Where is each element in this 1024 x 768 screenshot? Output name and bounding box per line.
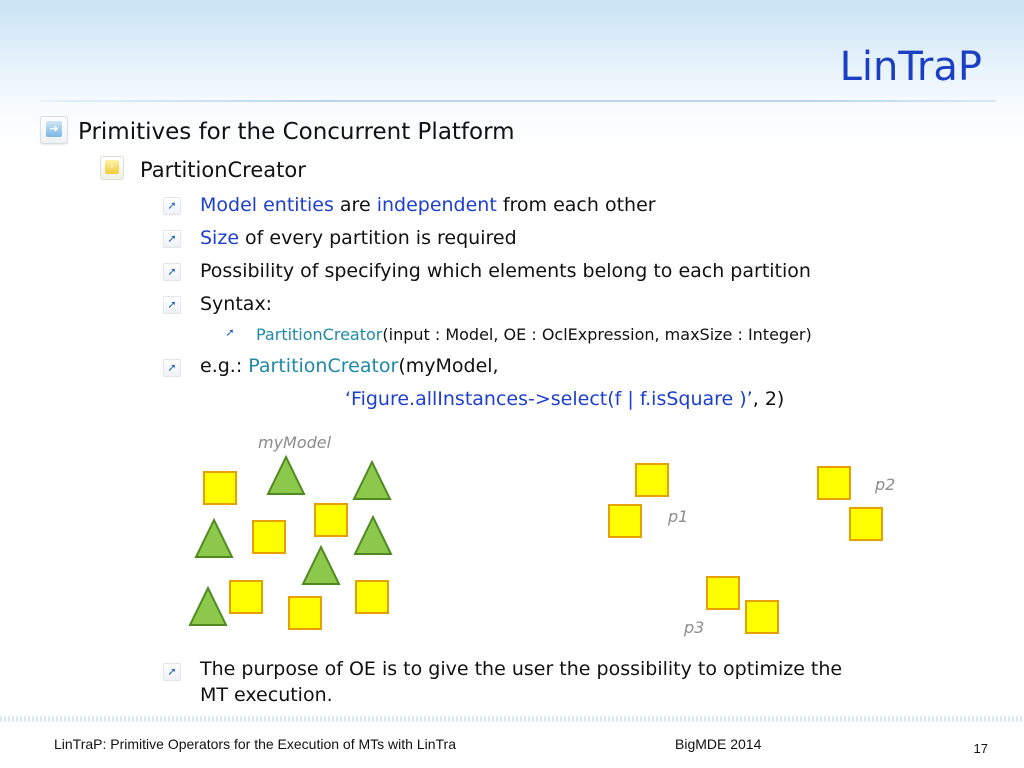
- p1-square: [635, 463, 669, 497]
- caption-mymodel: myModel: [258, 433, 332, 452]
- bullet-size: Size of every partition is required: [200, 227, 517, 249]
- p2-square: [817, 466, 851, 500]
- triangle-shape: [352, 459, 392, 500]
- square-shape: [203, 471, 237, 505]
- example-prefix: e.g.:: [200, 355, 249, 377]
- page-number: 17: [973, 741, 988, 756]
- example-line: e.g.: PartitionCreator(myModel,: [200, 355, 499, 377]
- title-divider: [40, 100, 996, 102]
- square-shape: [355, 580, 389, 614]
- arrow-up-right-icon: ➚: [163, 359, 181, 377]
- caption-p3: p3: [684, 618, 705, 637]
- bullet-model-entities: Model entities are independent from each…: [200, 194, 656, 216]
- last-bullet-line1: The purpose of OE is to give the user th…: [200, 658, 843, 680]
- syntax-line: PartitionCreator(input : Model, OE : Ocl…: [256, 325, 812, 344]
- bullet-text: of every partition is required: [239, 227, 517, 249]
- example-function: PartitionCreator: [248, 355, 399, 377]
- square-shape: [288, 596, 322, 630]
- highlight-size: Size: [200, 227, 240, 249]
- chevron-box-icon: ›: [100, 156, 124, 180]
- triangle-shape: [301, 544, 341, 585]
- footer-event: BigMDE 2014: [675, 736, 762, 752]
- caption-p1: p1: [668, 507, 689, 526]
- last-bullet-line2: MT execution.: [200, 684, 333, 706]
- slide-title: LinTraP: [839, 44, 982, 90]
- arrow-up-right-icon: ➚: [163, 263, 181, 281]
- triangle-shape: [188, 585, 228, 626]
- square-shape: [314, 503, 348, 537]
- arrow-up-right-icon: ➚: [163, 197, 181, 215]
- highlight-model-entities: Model entities: [200, 194, 334, 216]
- footer-title: LinTraP: Primitive Operators for the Exe…: [54, 736, 456, 752]
- highlight-independent: independent: [376, 194, 497, 216]
- level1-bullet-text: Primitives for the Concurrent Platform: [78, 119, 515, 145]
- arrow-up-right-icon: ➚: [163, 296, 181, 314]
- bullet-possibility: Possibility of specifying which elements…: [200, 260, 811, 282]
- arrow-up-right-icon: ➚: [225, 326, 235, 339]
- square-shape: [229, 580, 263, 614]
- syntax-args: (input : Model, OE : OclExpression, maxS…: [382, 325, 812, 344]
- example-tail: , 2): [752, 388, 785, 410]
- footer-divider: [0, 716, 1024, 722]
- bullet-text: from each other: [496, 194, 656, 216]
- arrow-up-right-icon: ➚: [163, 663, 181, 681]
- example-args: (myModel,: [398, 355, 499, 377]
- bullet-text: are: [333, 194, 377, 216]
- example-expression-line: ‘Figure.allInstances->select(f | f.isSqu…: [345, 388, 784, 410]
- level2-bullet-text: PartitionCreator: [140, 158, 306, 182]
- example-expression: ‘Figure.allInstances->select(f | f.isSqu…: [345, 388, 753, 410]
- bullet-syntax: Syntax:: [200, 293, 273, 315]
- square-shape: [252, 520, 286, 554]
- p1-square: [608, 504, 642, 538]
- p3-square: [745, 600, 779, 634]
- triangle-shape: [353, 514, 393, 555]
- p3-square: [706, 576, 740, 610]
- caption-p2: p2: [875, 475, 896, 494]
- arrow-box-icon: ➔: [40, 116, 68, 144]
- triangle-shape: [266, 454, 306, 495]
- p2-square: [849, 507, 883, 541]
- triangle-shape: [194, 517, 234, 558]
- syntax-function: PartitionCreator: [256, 325, 383, 344]
- arrow-up-right-icon: ➚: [163, 230, 181, 248]
